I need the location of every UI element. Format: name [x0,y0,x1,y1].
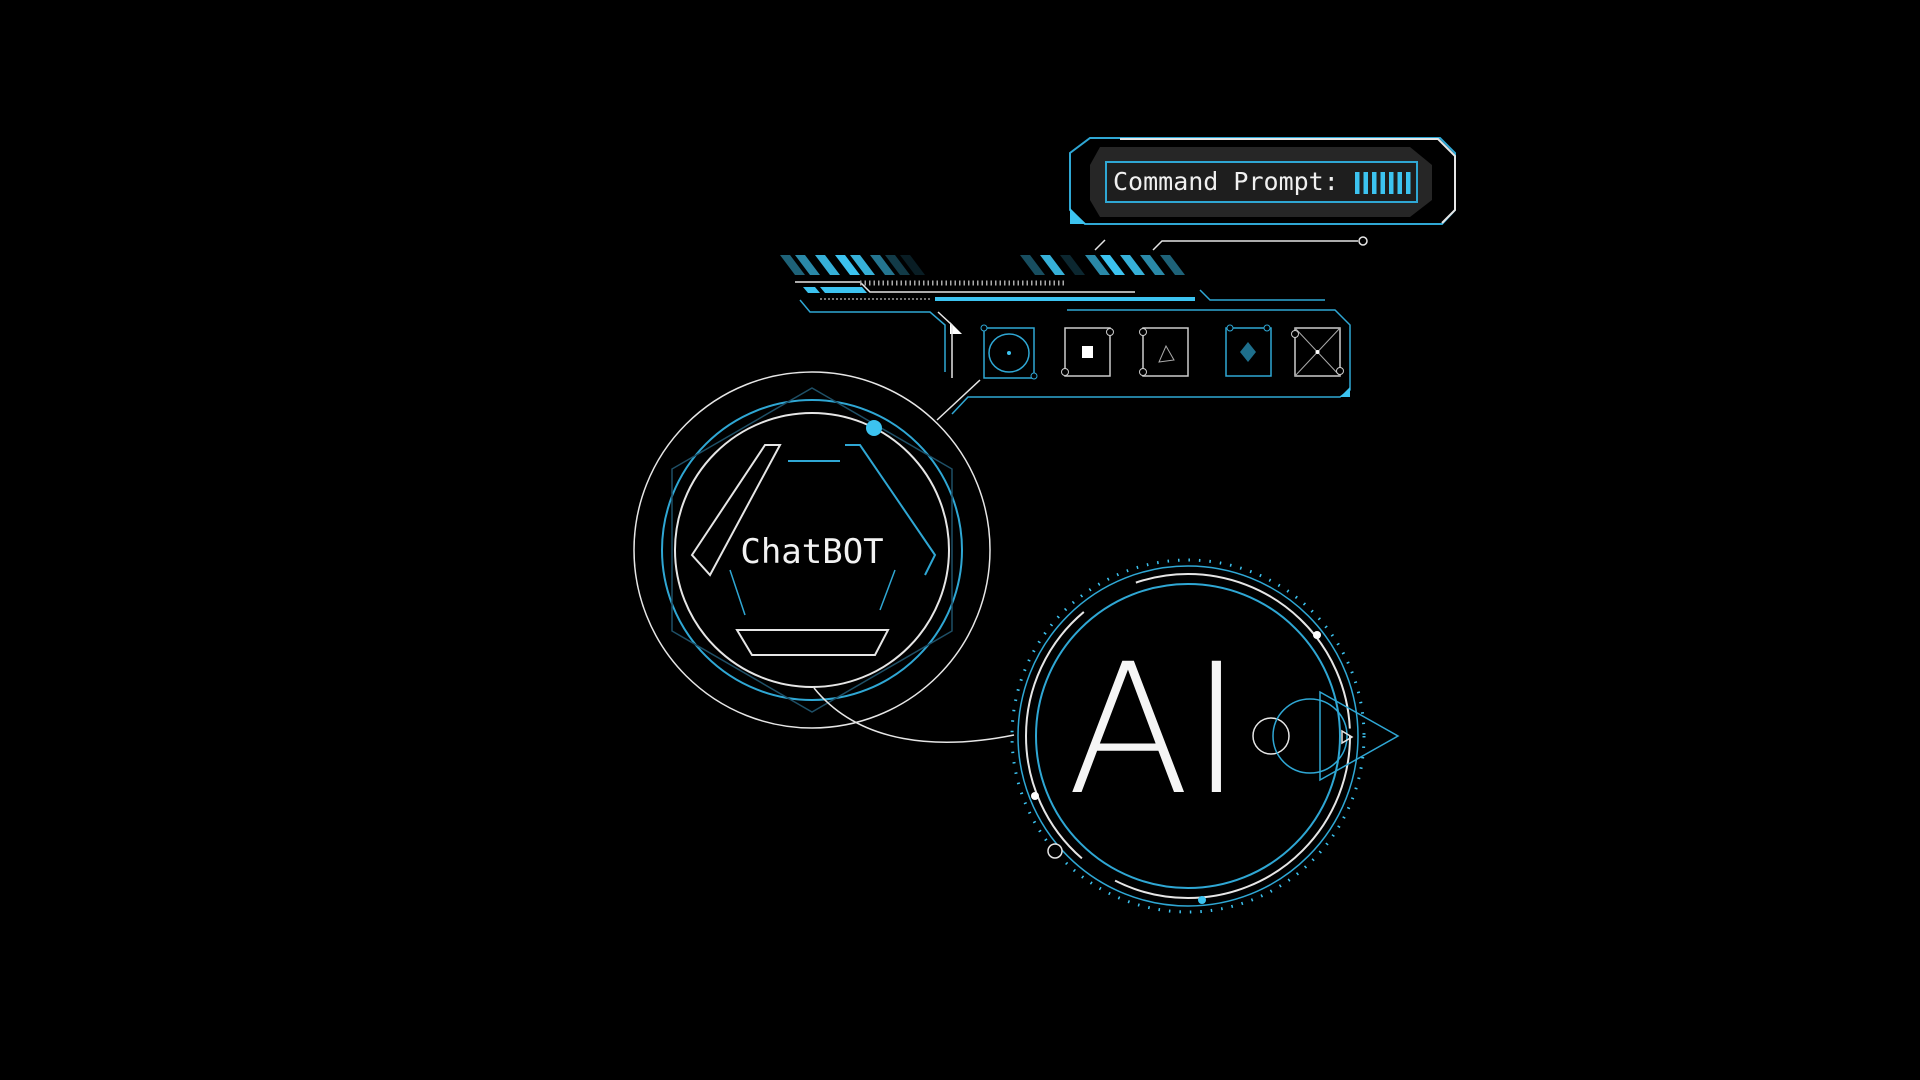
stripe [870,255,895,275]
command-prompt-panel[interactable]: Command Prompt: [1069,137,1456,251]
stop-icon[interactable] [1061,327,1114,377]
play-triangle-icon [1319,690,1400,782]
diamond-icon[interactable] [1225,324,1272,377]
decorative-lines [795,239,1325,372]
stripe [815,255,840,275]
stripe [900,255,925,275]
cursor-bar [1372,172,1377,194]
target-icon[interactable] [980,324,1038,380]
cursor-bar [1380,172,1385,194]
decorative-stripes [780,255,1185,275]
cursor-bar [1389,172,1394,194]
cursor-bar [1363,172,1368,194]
triangle-nodes-icon[interactable] [1139,327,1189,377]
connector-line [813,687,1015,743]
cursor-bar [1406,172,1411,194]
ai-label: AI [1067,626,1243,835]
stripe [1100,255,1125,275]
stripe [850,255,875,275]
ai-core[interactable]: AI [1010,558,1400,914]
stripe [1085,255,1110,275]
icon-toolbar [937,309,1351,415]
chatbot-hub[interactable]: ChatBOT [633,371,991,729]
stripe [1140,255,1165,275]
cursor-bar [1397,172,1402,194]
command-prompt-cursor [1355,172,1411,194]
stripe [1160,255,1185,275]
stripe [1060,255,1085,275]
node-circle-icon [1358,236,1368,246]
cross-icon[interactable] [1291,327,1344,377]
command-prompt-label: Command Prompt: [1113,167,1339,196]
stripe [1040,255,1065,275]
stripe [1020,255,1045,275]
stripe [835,255,860,275]
stripe [780,255,805,275]
stripe [1120,255,1145,275]
stripe [795,255,820,275]
chatbot-label: ChatBOT [740,532,883,572]
cursor-bar [1355,172,1360,194]
stripe [885,255,910,275]
